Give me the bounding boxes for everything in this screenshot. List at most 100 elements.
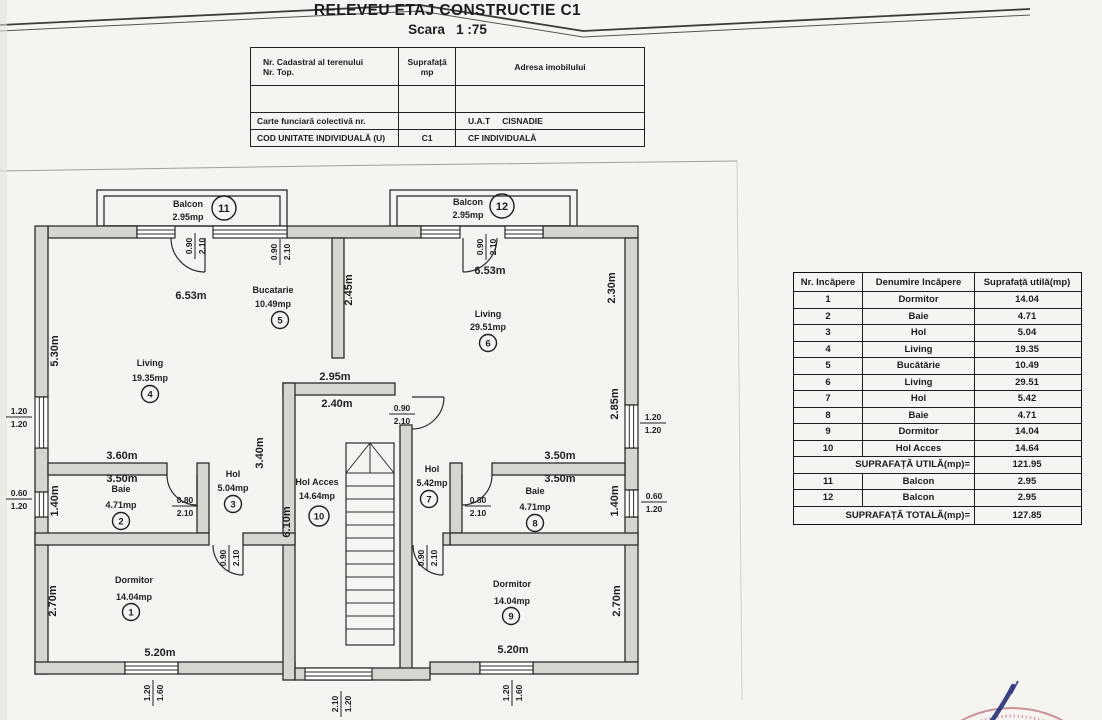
svg-text:Hol: Hol: [425, 464, 440, 474]
room-label-dormitor-1: Dormitor 14.04mp 1: [115, 575, 153, 622]
cadastral-col1-header: Nr. Cadastral al terenului Nr. Top.: [263, 56, 364, 77]
room-label-hol-3: Hol 5.04mp 3: [217, 469, 249, 514]
svg-text:2.10: 2.10: [197, 237, 207, 254]
windows: [34, 225, 639, 681]
svg-text:12: 12: [496, 201, 508, 213]
window-left-lower-size: 0.60 1.20: [6, 488, 32, 511]
svg-text:5.42mp: 5.42mp: [416, 478, 448, 488]
title-block: RELEVEU ETAJ CONSTRUCTIE C1 Scara 1 :75: [250, 2, 645, 37]
dim-140-right: 1.40m: [609, 485, 621, 516]
svg-text:5.04mp: 5.04mp: [217, 483, 249, 493]
svg-text:14.04mp: 14.04mp: [116, 592, 153, 602]
svg-text:Dormitor: Dormitor: [115, 575, 153, 585]
total-row: SUPRAFAȚĂ TOTALĂ(mp)= 127.85: [794, 505, 1081, 524]
svg-text:0.90: 0.90: [416, 549, 426, 566]
svg-text:0.60: 0.60: [11, 488, 28, 498]
cadastral-col3-header: Adresa imobilului: [454, 48, 644, 85]
svg-text:4: 4: [147, 390, 153, 401]
baie8-door-size: 0.80 2.10: [465, 495, 491, 518]
subtotal-row: SUPRAFAȚĂ UTILĂ(mp)= 121.95: [794, 456, 1081, 473]
svg-text:1.20: 1.20: [501, 684, 511, 701]
svg-text:2.10: 2.10: [394, 416, 411, 426]
dim-285: 2.85m: [609, 388, 621, 419]
room-label-living-6: Living 29.51mp 6: [470, 309, 507, 353]
cadastral-row-cod-unitate: COD UNITATE INDIVIDUALĂ (U) C1 CF INDIVI…: [251, 129, 644, 146]
svg-text:0.80: 0.80: [470, 495, 487, 505]
svg-text:2.10: 2.10: [231, 549, 241, 566]
dim-270-left: 2.70m: [47, 585, 59, 616]
svg-text:1.20: 1.20: [645, 412, 662, 422]
dim-340: 3.40m: [254, 437, 266, 468]
svg-text:Dormitor: Dormitor: [493, 579, 531, 589]
svg-text:1.20: 1.20: [11, 501, 28, 511]
svg-text:Hol: Hol: [226, 469, 241, 479]
svg-text:2.10: 2.10: [177, 508, 194, 518]
svg-text:1.20: 1.20: [11, 419, 28, 429]
dim-350-left: 3.50m: [106, 473, 137, 485]
svg-text:4.71mp: 4.71mp: [519, 502, 551, 512]
svg-text:0.80: 0.80: [177, 495, 194, 505]
doors: [166, 237, 498, 576]
svg-text:2.10: 2.10: [282, 243, 292, 260]
dim-530: 5.30m: [49, 335, 61, 366]
svg-text:1.60: 1.60: [514, 684, 524, 701]
walls: [34, 225, 639, 681]
window-right-upper-size: 1.20 1.20: [640, 412, 666, 435]
scale-label: Scara 1 :75: [408, 22, 487, 37]
svg-text:Baie: Baie: [525, 486, 544, 496]
room-label-balcon-12: Balcon 2.95mp 12: [452, 193, 515, 220]
svg-text:19.35mp: 19.35mp: [132, 373, 169, 383]
svg-text:2.10: 2.10: [488, 238, 498, 255]
svg-text:Living: Living: [475, 309, 502, 319]
dim-270-right: 2.70m: [611, 585, 623, 616]
svg-text:0.90: 0.90: [218, 549, 228, 566]
svg-text:6: 6: [485, 339, 490, 350]
room-label-dormitor-9: Dormitor 14.04mp 9: [493, 579, 531, 626]
window-right-lower-size: 0.601.20: [641, 491, 667, 514]
svg-text:0.90: 0.90: [269, 243, 279, 260]
svg-text:14.04mp: 14.04mp: [494, 596, 531, 606]
svg-text:Bucatarie: Bucatarie: [252, 285, 293, 295]
svg-text:1: 1: [128, 608, 134, 619]
svg-text:1.20: 1.20: [645, 425, 662, 435]
svg-text:14.64mp: 14.64mp: [299, 491, 336, 501]
uat-value: CISNADIE: [502, 116, 543, 126]
uat-label: U.A.T: [467, 116, 491, 126]
rooms-table-header: Nr. Incăpere Denumire Incăpere Suprafață…: [794, 273, 1081, 291]
svg-text:2.10: 2.10: [470, 508, 487, 518]
svg-text:10: 10: [314, 512, 325, 523]
svg-text:0.60: 0.60: [646, 491, 663, 501]
svg-text:7: 7: [426, 495, 431, 506]
svg-text:1.20: 1.20: [142, 684, 152, 701]
dim-left-width: 6.53m: [175, 290, 206, 302]
room-label-baie-2: Baie 4.71mp 2: [105, 484, 137, 531]
svg-text:0.90: 0.90: [394, 403, 411, 413]
page-title: RELEVEU ETAJ CONSTRUCTIE C1: [313, 2, 582, 19]
svg-text:2.95mp: 2.95mp: [172, 212, 204, 222]
dim-right-width: 6.53m: [474, 265, 505, 277]
dim-520-right: 5.20m: [497, 644, 528, 656]
svg-text:9: 9: [508, 612, 513, 623]
room-label-hol-7: Hol 5.42mp 7: [416, 464, 448, 509]
svg-text:5: 5: [277, 316, 283, 327]
svg-text:2.10: 2.10: [429, 549, 439, 566]
dim-360: 3.60m: [106, 450, 137, 462]
cadastral-empty-row: [251, 85, 644, 112]
dim-245: 2.45m: [343, 274, 355, 305]
rooms-table: Nr. Incăpere Denumire Incăpere Suprafață…: [793, 272, 1082, 525]
svg-text:1.20: 1.20: [11, 406, 28, 416]
